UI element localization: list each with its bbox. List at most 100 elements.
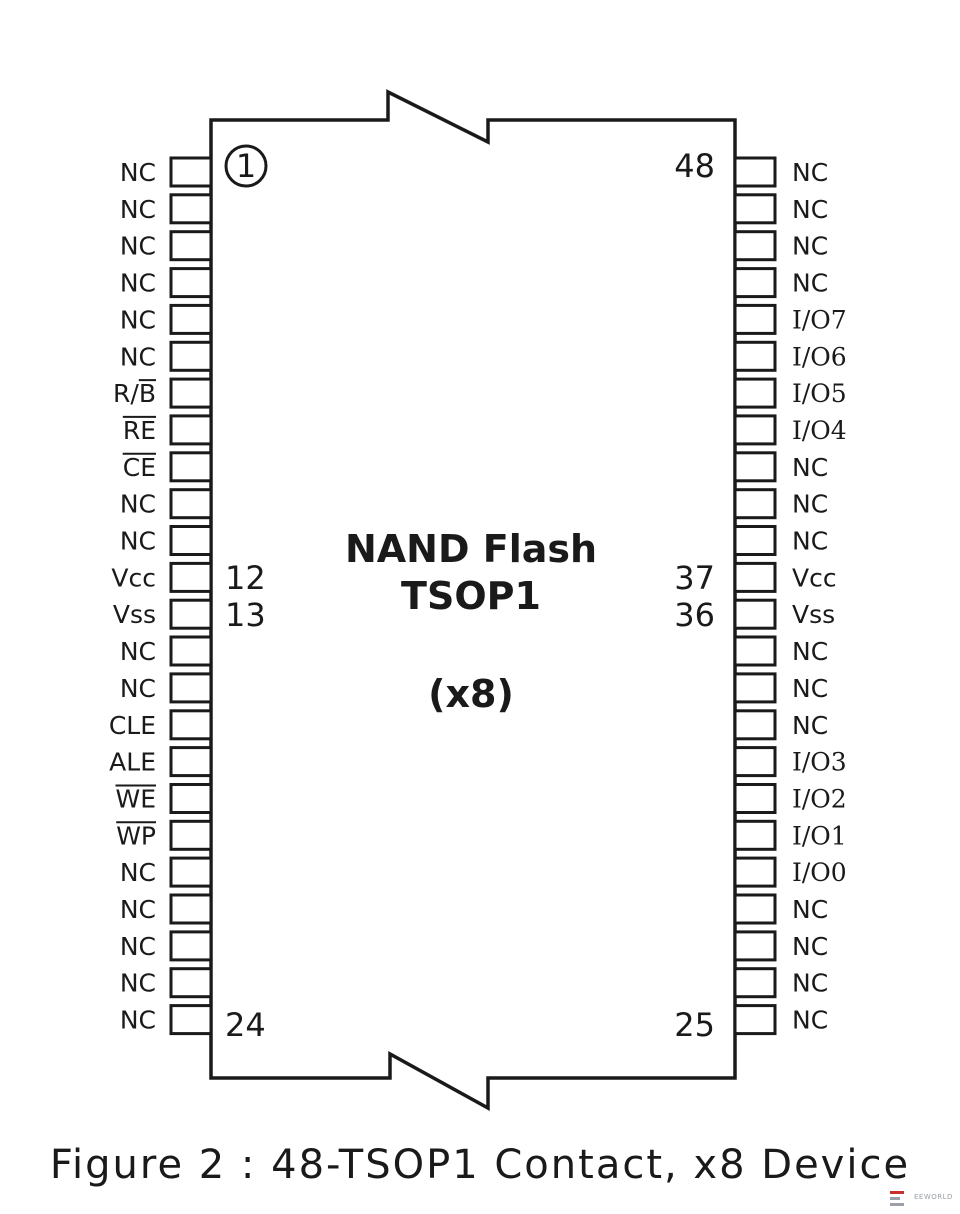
left-pin-label: NC [120,232,156,261]
right-pin-label: NC [792,895,828,924]
right-pin-label: I/O4 [792,416,847,445]
left-pin-label: NC [120,490,156,519]
left-pin-pad [169,819,213,851]
right-pin-pad [733,267,777,299]
left-pin-pad [169,930,213,962]
right-pin-pad [733,967,777,999]
left-pin-label: Vcc [111,563,156,592]
right-pin-label: I/O0 [792,858,847,887]
right-pin-pad [733,303,777,335]
left-pin-label: NC [120,342,156,371]
pin-number-24: 24 [225,1006,266,1044]
left-pin-label: NC [120,527,156,556]
left-pin-pad [169,267,213,299]
left-pin-label: NC [120,1006,156,1035]
left-pin-pad [169,230,213,262]
right-pin-label: NC [792,674,828,703]
right-pin-pad [733,856,777,888]
right-pin-pad [733,193,777,225]
pin-number-48: 48 [674,147,715,185]
left-pin-label: ALE [109,748,156,777]
right-pin-label: NC [792,1006,828,1035]
left-pin-label: WP [116,821,156,850]
left-pin-pad [169,377,213,409]
left-pin-pad [169,193,213,225]
right-pin-label: NC [792,195,828,224]
right-pin-pad [733,525,777,556]
chip-title-line2: TSOP1 [401,574,541,618]
left-pin-label: R/B [113,379,156,408]
right-pin-label: NC [792,711,828,740]
right-pin-pad [733,635,777,667]
left-pin-label: NC [120,195,156,224]
eeworld-logo-icon [890,1191,904,1206]
pin1-marker-circle [224,144,268,188]
right-pin-pad [733,156,777,188]
pin-number-13: 13 [225,596,266,634]
left-pin-label: NC [120,895,156,924]
left-pin-label: NC [120,158,156,187]
right-pin-pad [733,377,777,409]
pin-number-25: 25 [674,1006,715,1044]
left-pin-pad [169,488,213,520]
right-pin-label: I/O3 [792,748,847,777]
left-pin-label: WE [115,785,156,814]
right-pin-label: NC [792,637,828,666]
left-pin-column: NCNCNCNCNCNCR/BRECENCNCVccVssNCNCCLEALEW… [109,156,213,1036]
left-pin-label: CE [123,453,156,482]
right-pin-pad [733,746,777,778]
right-pin-label: NC [792,269,828,298]
left-pin-pad [169,856,213,888]
right-pin-pad [733,783,777,814]
right-pin-pad [733,893,777,925]
right-pin-pad [733,340,777,372]
right-pin-pad [733,930,777,962]
right-pin-label: Vcc [792,563,837,592]
chip-title-line3: (x8) [428,672,514,716]
left-pin-pad [169,783,213,814]
right-pin-pad [733,414,777,446]
left-pin-pad [169,1004,213,1036]
tsop1-pinout-diagram: 1 12 13 24 48 37 36 25 NAND Flash TSOP1 … [109,89,847,1111]
left-pin-pad [169,746,213,778]
right-pin-pad [733,561,777,593]
watermark-text: EEWORLD [914,1193,953,1201]
right-pin-label: NC [792,453,828,482]
right-pin-label: Vss [792,600,835,629]
left-pin-label: NC [120,858,156,887]
left-pin-pad [169,672,213,704]
right-pin-pad [733,488,777,520]
pin-number-12: 12 [225,559,266,597]
left-pin-pad [169,303,213,335]
right-pin-label: NC [792,969,828,998]
right-pin-label: I/O1 [792,821,847,850]
left-pin-label: NC [120,637,156,666]
watermark: EEWORLD [888,1188,958,1212]
right-pin-label: NC [792,158,828,187]
left-pin-pad [169,598,213,630]
left-pin-label: NC [120,305,156,334]
right-pin-column: NCNCNCNCI/O7I/O6I/O5I/O4NCNCNCVccVssNCNC… [733,156,847,1036]
right-pin-pad [733,1004,777,1036]
right-pin-pad [733,709,777,741]
left-pin-pad [169,709,213,741]
chip-title-line1: NAND Flash [345,527,597,571]
pin-number-37: 37 [674,559,715,597]
right-pin-label: I/O6 [792,342,847,371]
left-pin-label: NC [120,269,156,298]
right-pin-label: NC [792,490,828,519]
left-pin-label: NC [120,969,156,998]
right-pin-label: I/O2 [792,785,847,814]
left-pin-pad [169,635,213,667]
right-pin-label: NC [792,232,828,261]
right-pin-label: NC [792,932,828,961]
right-pin-label: I/O5 [792,379,847,408]
left-pin-label: RE [123,416,156,445]
left-pin-label: NC [120,674,156,703]
left-pin-pad [169,893,213,925]
chip-body [209,89,737,1111]
left-pin-label: CLE [109,711,156,740]
pin-number-36: 36 [674,596,715,634]
left-pin-pad [169,967,213,999]
left-pin-label: Vss [113,600,156,629]
